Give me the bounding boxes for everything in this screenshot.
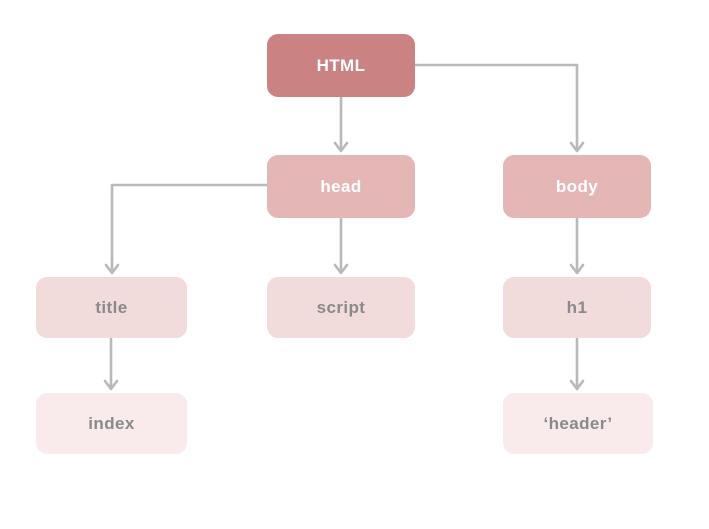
node-script-label: script	[316, 297, 366, 317]
connector-head-title	[104, 183, 269, 275]
node-html-label: HTML	[316, 55, 366, 75]
node-script: script	[267, 277, 415, 338]
connector-html-body	[413, 63, 585, 153]
node-header-label: ‘header’	[543, 413, 613, 433]
node-header: ‘header’	[503, 393, 653, 454]
node-h1-label: h1	[566, 297, 588, 317]
node-title-label: title	[95, 297, 128, 317]
node-head-label: head	[320, 176, 362, 196]
node-index-label: index	[88, 413, 135, 433]
node-body: body	[503, 155, 651, 218]
node-head: head	[267, 155, 415, 218]
node-body-label: body	[555, 176, 599, 196]
node-html: HTML	[267, 34, 415, 97]
node-h1: h1	[503, 277, 651, 338]
node-index: index	[36, 393, 187, 454]
node-title: title	[36, 277, 187, 338]
